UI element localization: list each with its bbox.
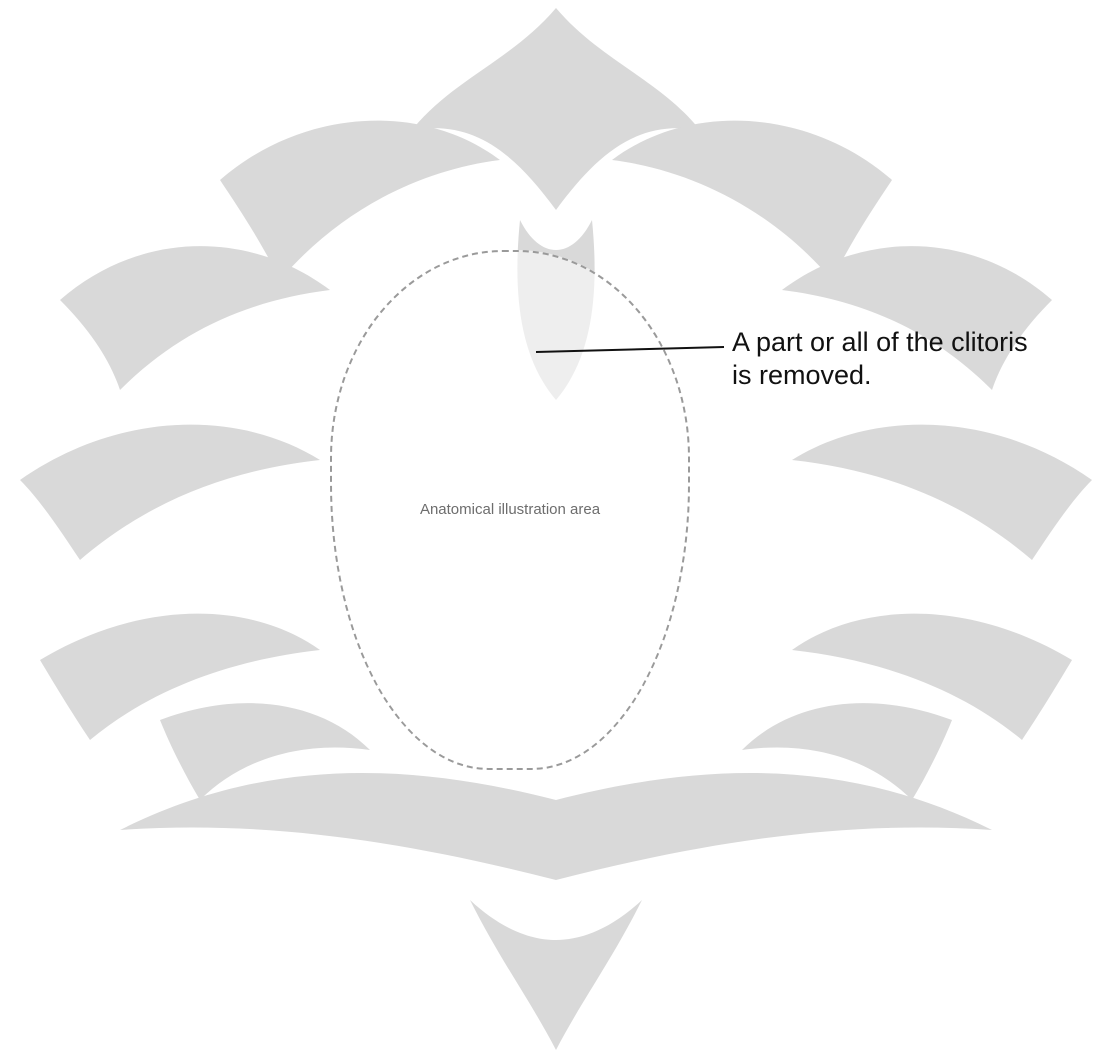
- annotation-caption: A part or all of the clitoris is removed…: [732, 326, 1028, 392]
- illustration-placeholder-label: Anatomical illustration area: [420, 500, 600, 520]
- annotation-line-1: A part or all of the clitoris: [732, 326, 1028, 359]
- annotation-line-2: is removed.: [732, 359, 1028, 392]
- illustration-placeholder: Anatomical illustration area: [330, 250, 690, 770]
